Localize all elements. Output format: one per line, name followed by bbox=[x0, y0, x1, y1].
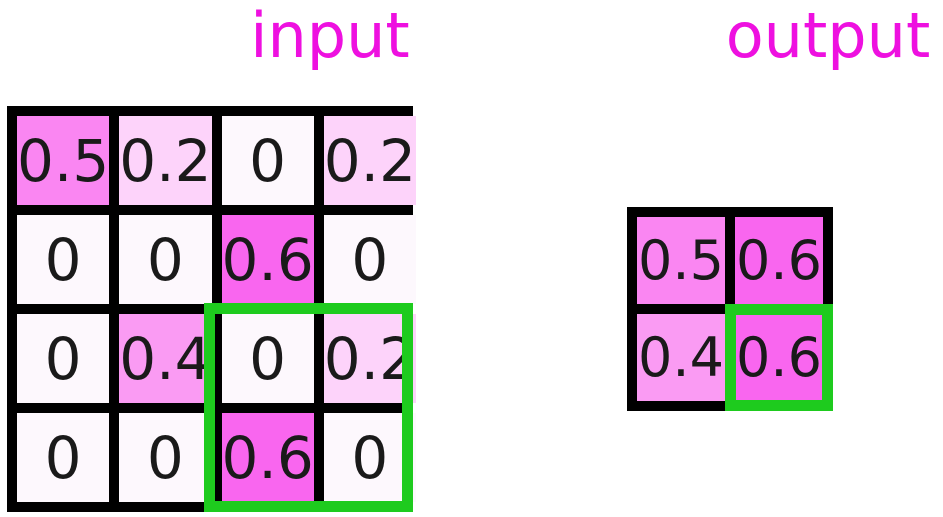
input-cell-r3c0: 0 bbox=[17, 413, 110, 502]
input-cell-r1c2: 0.6 bbox=[221, 215, 314, 304]
input-cell-r0c1: 0.2 bbox=[119, 116, 212, 205]
input-cell-r2c0: 0 bbox=[17, 314, 110, 403]
input-cell-r3c2: 0.6 bbox=[221, 413, 314, 502]
input-cell-r1c0: 0 bbox=[17, 215, 110, 304]
pooling-window-highlight-input bbox=[204, 303, 413, 512]
output-cell-r1c0: 0.4 bbox=[637, 314, 725, 401]
output-title: output bbox=[725, 0, 931, 72]
input-cell-r3c3: 0 bbox=[323, 413, 416, 502]
input-cell-r1c1: 0 bbox=[119, 215, 212, 304]
input-grid: 0.5 0.2 0 0.2 0 0 0.6 0 0 0.4 0 0.2 0 0 … bbox=[7, 106, 416, 512]
output-cell-r0c0: 0.5 bbox=[637, 217, 725, 304]
output-cell-r0c1: 0.6 bbox=[735, 217, 823, 304]
input-cell-r2c3: 0.2 bbox=[323, 314, 416, 403]
input-cell-r0c2: 0 bbox=[221, 116, 314, 205]
pooling-window-highlight-output bbox=[725, 304, 833, 411]
input-cell-r2c1: 0.4 bbox=[119, 314, 212, 403]
input-cell-r2c2: 0 bbox=[221, 314, 314, 403]
input-cell-r1c3: 0 bbox=[323, 215, 416, 304]
input-cell-r3c1: 0 bbox=[119, 413, 212, 502]
input-cell-r0c0: 0.5 bbox=[17, 116, 110, 205]
input-cell-r0c3: 0.2 bbox=[323, 116, 416, 205]
output-cell-r1c1: 0.6 bbox=[735, 314, 823, 401]
input-title: input bbox=[250, 0, 410, 72]
